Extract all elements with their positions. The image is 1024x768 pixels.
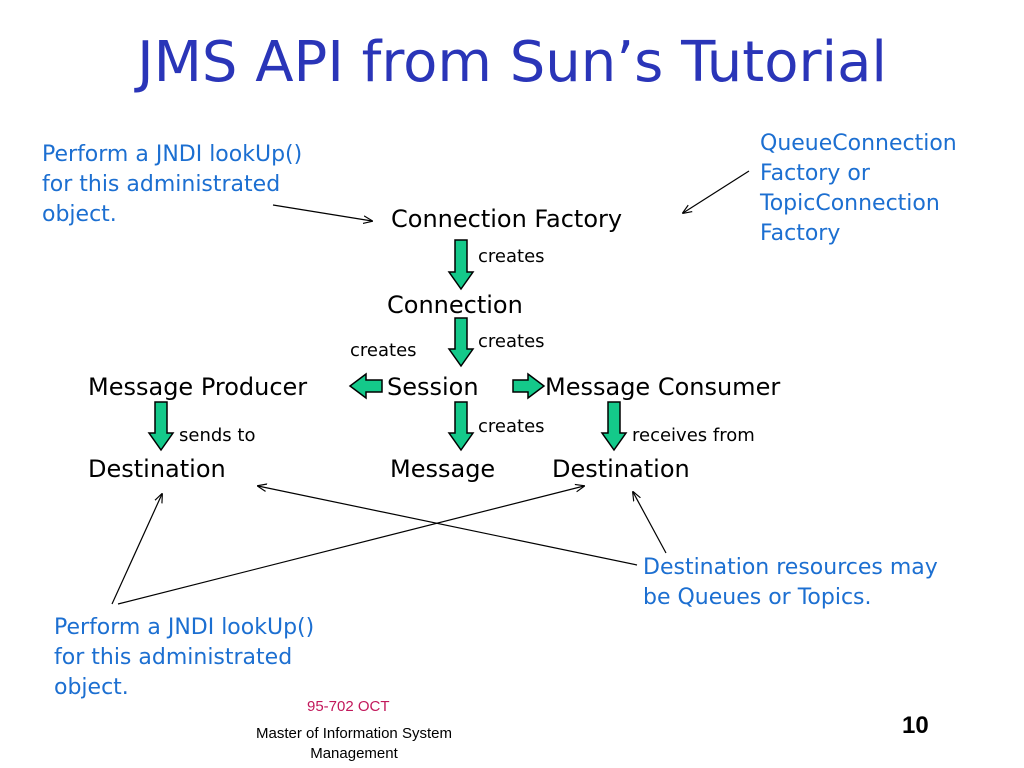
- down-arrow-connection-to-session: [447, 317, 475, 368]
- down-arrow-producer-to-destination: [147, 401, 175, 452]
- down-arrow-consumer-to-destination: [600, 401, 628, 452]
- callout-line-jndi-top: [272, 204, 372, 221]
- right-arrow-session-to-consumer: [512, 372, 546, 400]
- footer-program-name: Master of Information System Management: [256, 725, 452, 762]
- node-session: Session: [387, 373, 479, 401]
- note-factory-types: QueueConnection Factory or TopicConnecti…: [760, 131, 957, 246]
- node-message: Message: [390, 455, 496, 483]
- node-message-producer: Message Producer: [88, 373, 308, 401]
- callout-line-factory-types: [683, 170, 750, 213]
- node-connection-factory: Connection Factory: [391, 205, 623, 233]
- page-number: 10: [902, 712, 929, 739]
- slide-title: JMS API from Sun’s Tutorial: [137, 30, 887, 95]
- node-connection: Connection: [387, 291, 523, 319]
- callout-line-resources-left: [258, 486, 638, 566]
- node-destination-right: Destination: [552, 455, 690, 483]
- down-arrow-cf-to-connection: [447, 239, 475, 291]
- label-connection-creates: creates: [478, 331, 545, 352]
- callout-line-resources-right: [633, 492, 667, 554]
- callout-line-jndi-bottom-right: [117, 486, 584, 605]
- left-arrow-session-to-producer: [348, 372, 383, 400]
- label-receives-from: receives from: [632, 425, 755, 446]
- node-destination-left: Destination: [88, 455, 226, 483]
- callout-line-jndi-bottom-left: [111, 494, 162, 605]
- note-jndi-lookup-top: Perform a JNDI lookUp() for this adminis…: [42, 142, 303, 227]
- label-cf-creates: creates: [478, 246, 545, 267]
- label-session-creates-message: creates: [478, 416, 545, 437]
- label-sends-to: sends to: [179, 425, 256, 446]
- note-jndi-lookup-bottom: Perform a JNDI lookUp() for this adminis…: [54, 615, 315, 700]
- label-session-creates-producer: creates: [350, 340, 417, 361]
- footer-course-code: 95-702 OCT: [307, 698, 390, 715]
- down-arrow-session-to-message: [447, 401, 475, 452]
- node-message-consumer: Message Consumer: [545, 373, 781, 401]
- note-destination-resources: Destination resources may be Queues or T…: [643, 555, 938, 610]
